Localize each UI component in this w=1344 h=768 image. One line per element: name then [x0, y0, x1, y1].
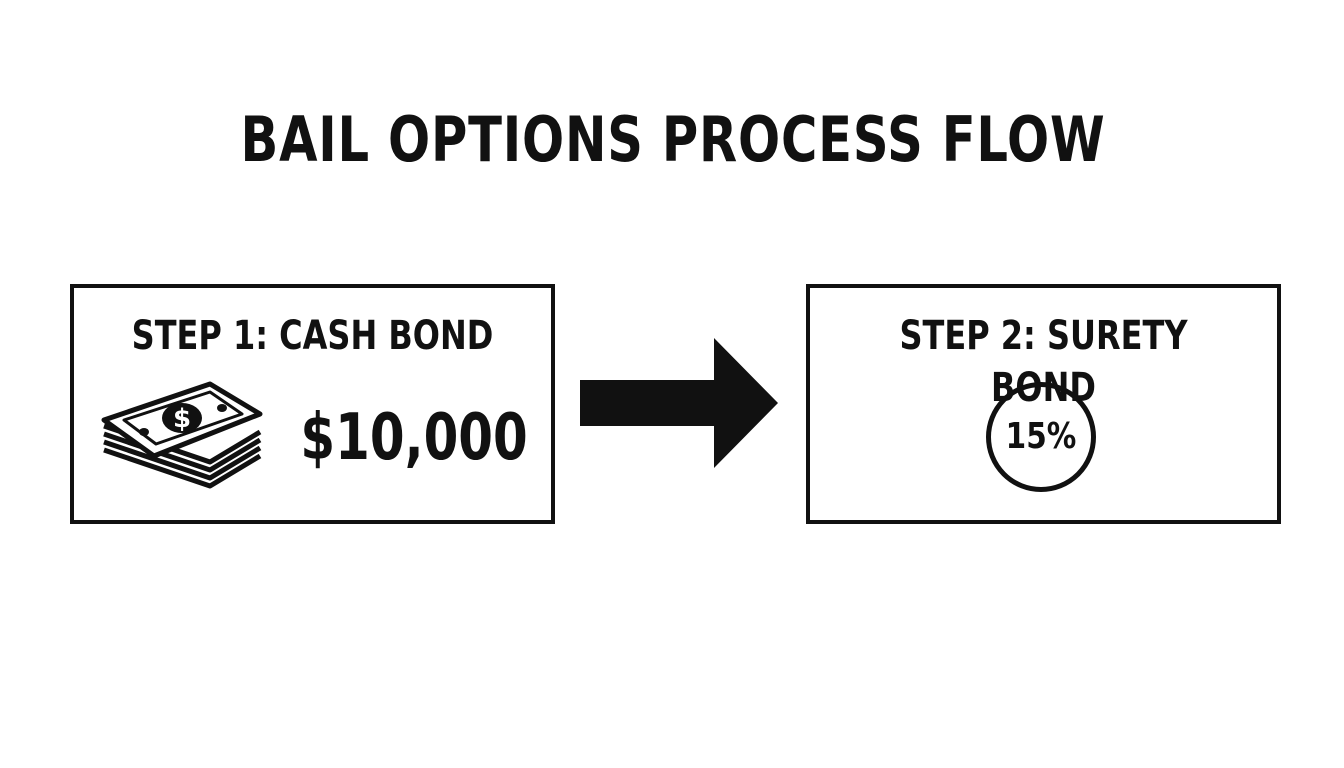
arrow-right-icon	[580, 338, 778, 468]
step-1-box: STEP 1: CASH BOND $ $10,000	[70, 284, 555, 524]
diagram-title: BAIL OPTIONS PROCESS FLOW	[240, 103, 1106, 176]
step-1-label: STEP 1: CASH BOND	[131, 313, 494, 359]
surety-bond-percent: 15%	[1005, 416, 1077, 457]
cash-stack-icon: $	[101, 381, 263, 489]
cash-bond-amount: $10,000	[300, 401, 528, 475]
svg-text:$: $	[173, 404, 191, 434]
step-2-box: STEP 2: SURETY BOND 15%	[806, 284, 1281, 524]
percent-circle-icon: 15%	[986, 382, 1096, 492]
